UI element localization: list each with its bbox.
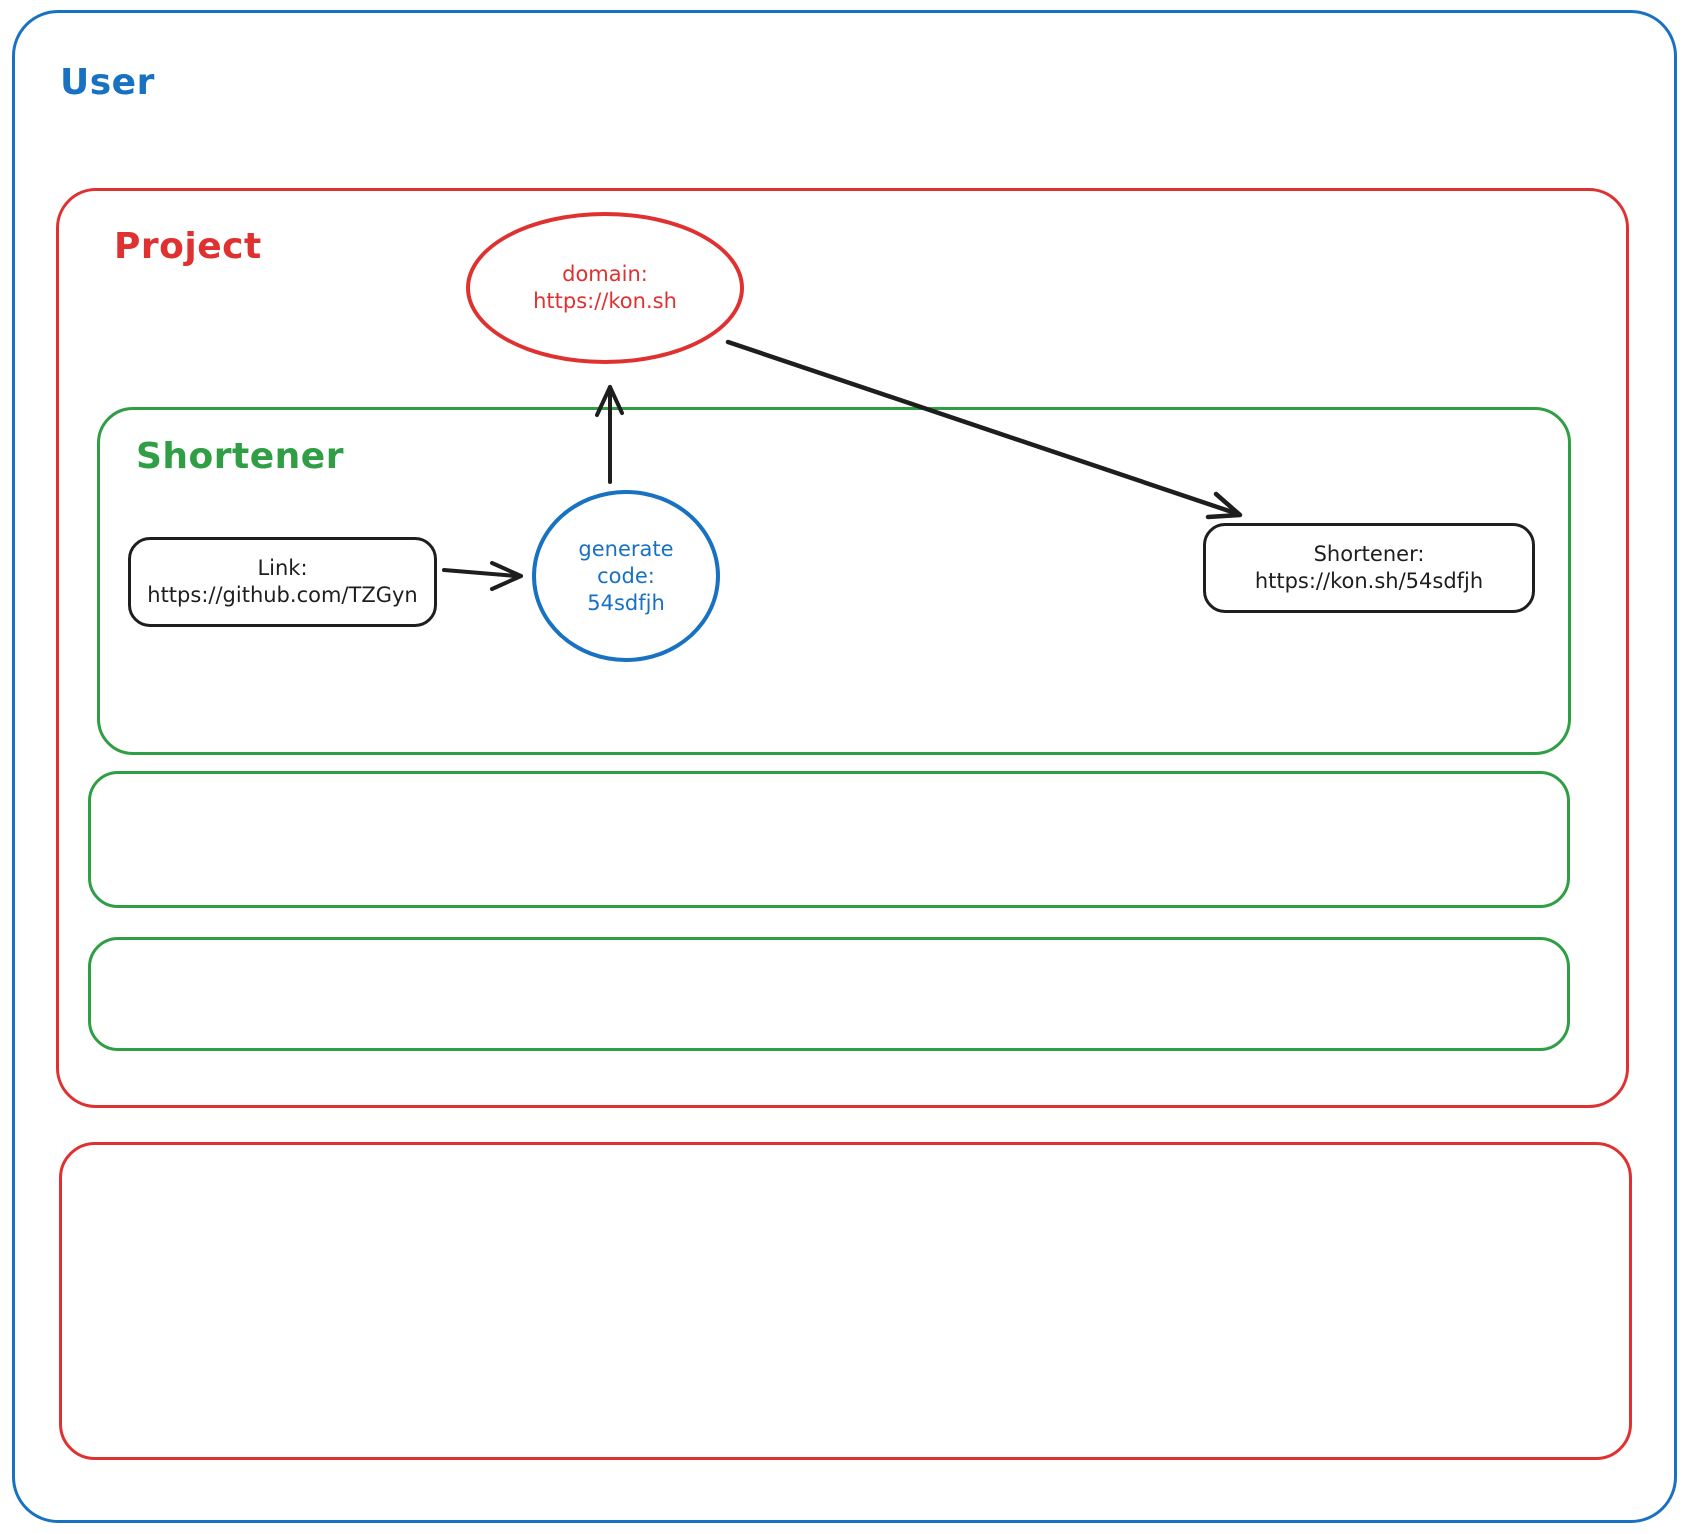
- empty-red-box: [59, 1142, 1632, 1460]
- empty-green-box-1: [88, 771, 1570, 908]
- link-box-line1: Link:: [257, 556, 308, 580]
- domain-ellipse-line1: domain:: [562, 262, 648, 286]
- generate-circle-line2: code:: [597, 563, 655, 588]
- domain-ellipse-line2: https://kon.sh: [533, 289, 677, 313]
- link-box: Link: https://github.com/TZGyn: [128, 537, 437, 627]
- project-container: [56, 188, 1629, 1108]
- user-label: User: [60, 62, 155, 103]
- result-box-line1: Shortener:: [1313, 542, 1425, 566]
- link-box-line2: https://github.com/TZGyn: [147, 583, 418, 607]
- empty-green-box-2: [88, 937, 1570, 1051]
- project-label: Project: [114, 226, 262, 267]
- generate-code-circle: generate code: 54sdfjh: [532, 490, 720, 662]
- user-container: [12, 10, 1677, 1523]
- shortener-result-box: Shortener: https://kon.sh/54sdfjh: [1203, 523, 1535, 613]
- result-box-line2: https://kon.sh/54sdfjh: [1254, 569, 1484, 593]
- generate-circle-line1: generate: [578, 536, 674, 561]
- domain-ellipse: domain: https://kon.sh: [466, 212, 744, 364]
- shortener-label: Shortener: [136, 436, 344, 477]
- generate-circle-line3: 54sdfjh: [587, 590, 665, 615]
